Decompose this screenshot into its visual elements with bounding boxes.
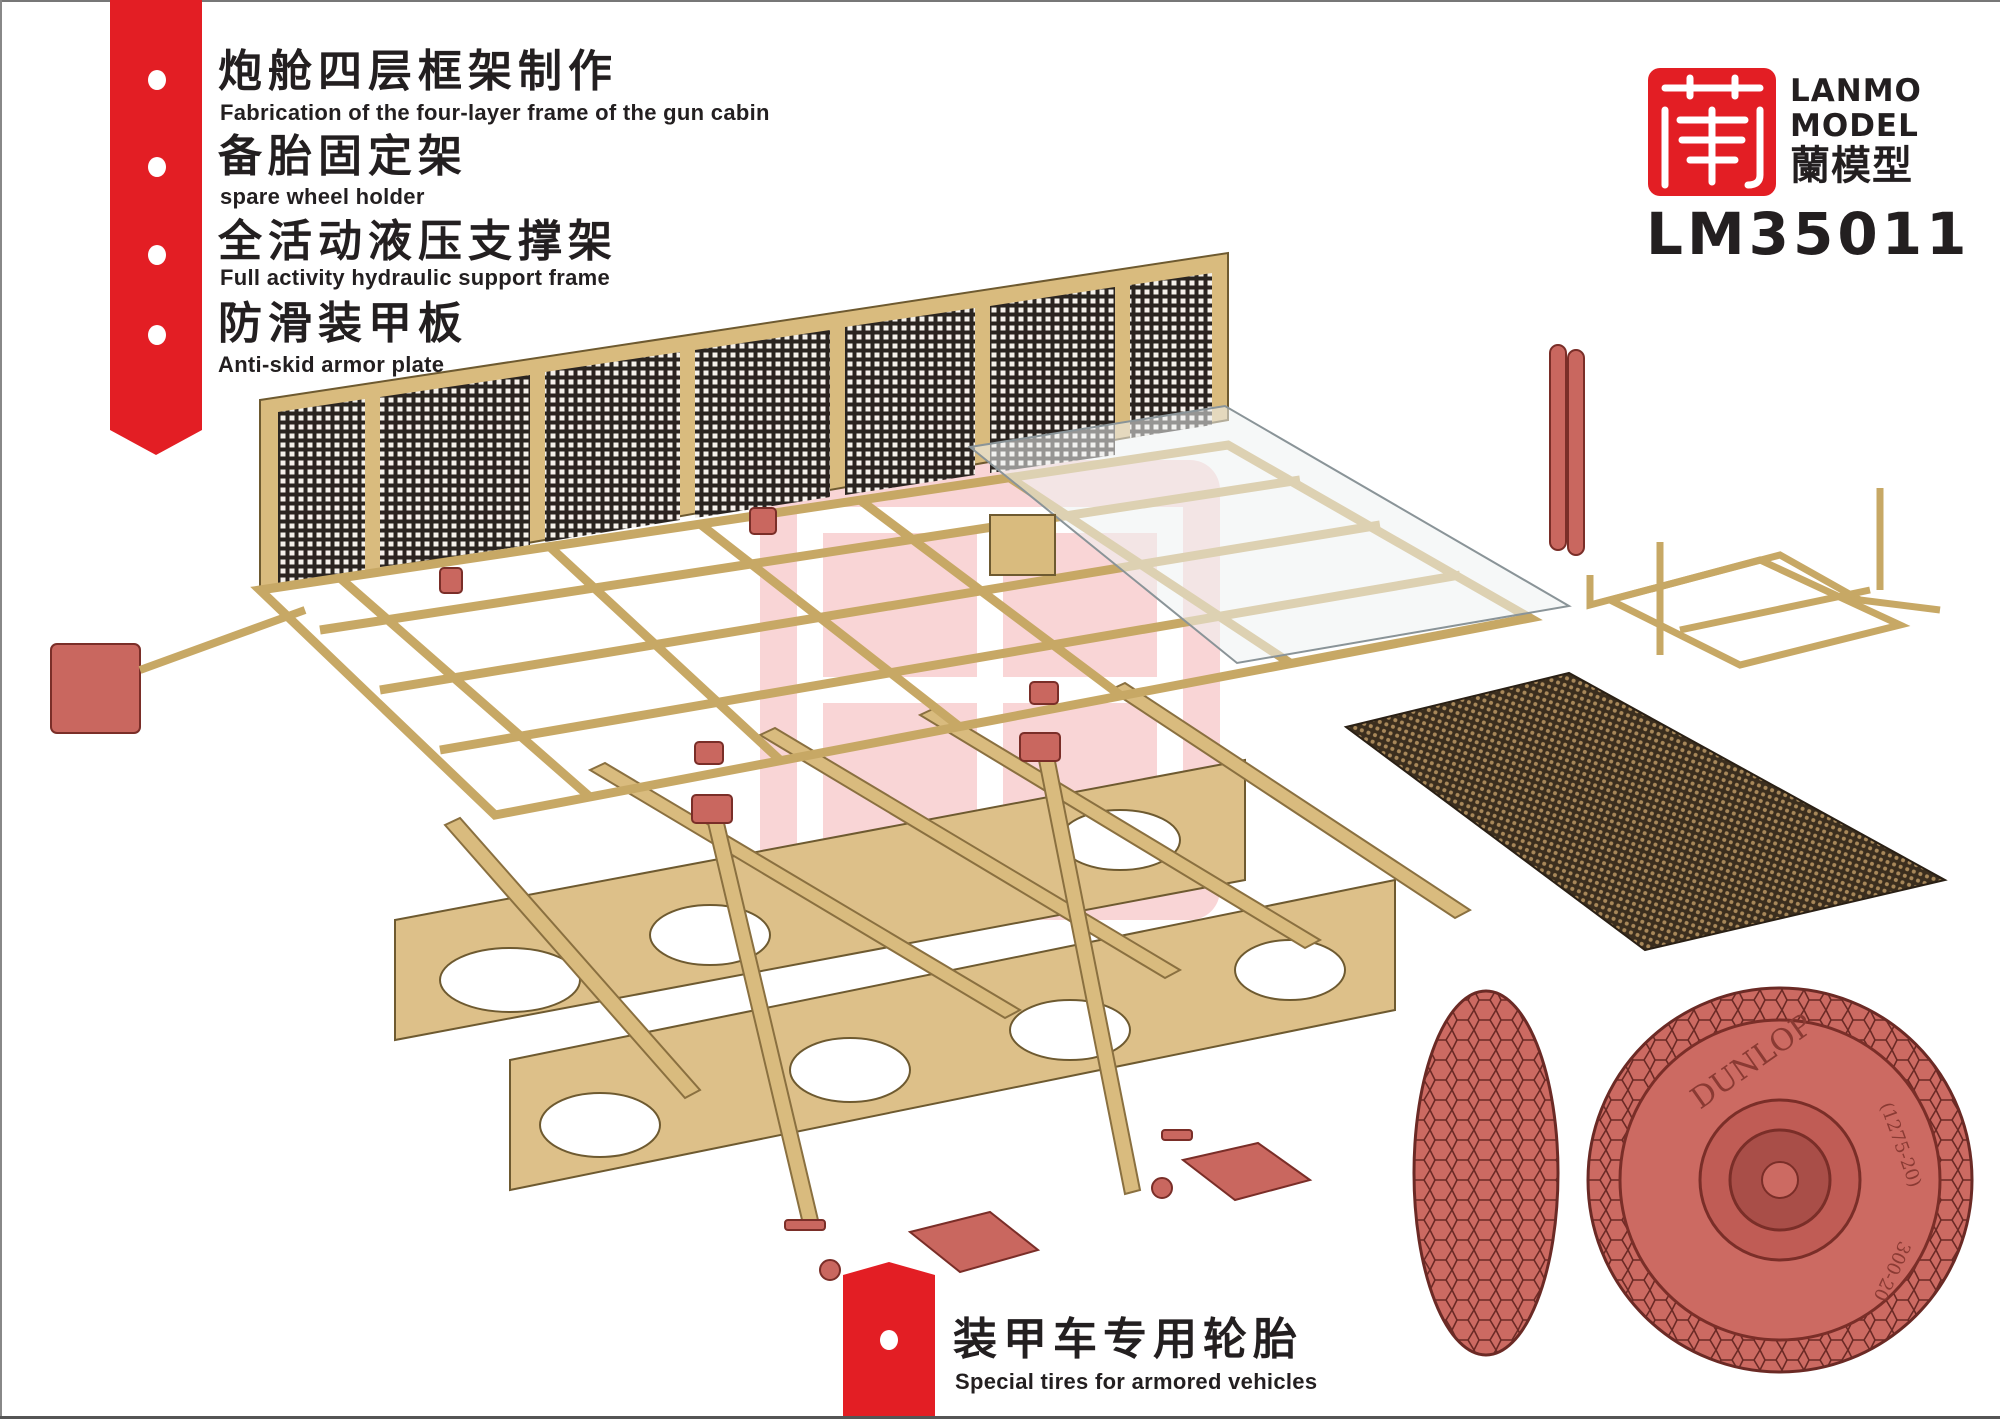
back-mesh-wall (259, 251, 1229, 592)
bullet-dot (880, 1330, 898, 1350)
feature-2-title-cn: 备胎固定架 (218, 131, 468, 182)
glass-panel (967, 404, 1572, 665)
feature-4-title-en: Anti-skid armor plate (218, 352, 445, 377)
left-border (0, 0, 2, 1419)
top-border (0, 0, 2000, 2)
feature-4-title-cn: 防滑装甲板 (218, 298, 468, 349)
anti-skid-plate (1343, 671, 1948, 952)
feature-2-title-en: spare wheel holder (220, 184, 425, 209)
spare-wheel-holder (1586, 488, 1941, 669)
brand-name-line2: MODEL (1790, 108, 1919, 144)
bullet-dot (148, 325, 166, 345)
brand-name-cn: 蘭模型 (1790, 143, 1913, 189)
tires-title-cn: 装甲车专用轮胎 (953, 1314, 1303, 1365)
bullet-dot (148, 245, 166, 265)
product-code: LM35011 (1646, 200, 1971, 268)
tire-front-view: DUNLOP (1275-20) 300-20 (1586, 986, 1974, 1374)
feature-3-title-cn: 全活动液压支撑架 (218, 216, 618, 267)
bracket-box (989, 514, 1056, 576)
bullet-dot (148, 70, 166, 90)
brand-name-line1: LANMO (1790, 73, 1922, 109)
resin-parts (50, 344, 1585, 1281)
bottom-border (0, 1416, 2000, 1419)
bullet-dot (148, 157, 166, 177)
cross-beams (443, 681, 1472, 1100)
feature-1-title-cn: 炮舱四层框架制作 (218, 46, 618, 97)
tires-title-en: Special tires for armored vehicles (955, 1369, 1318, 1394)
feature-3-title-en: Full activity hydraulic support frame (220, 265, 611, 290)
tire-side-view (1412, 989, 1560, 1357)
feature-1-title-en: Fabrication of the four-layer frame of t… (220, 100, 770, 125)
